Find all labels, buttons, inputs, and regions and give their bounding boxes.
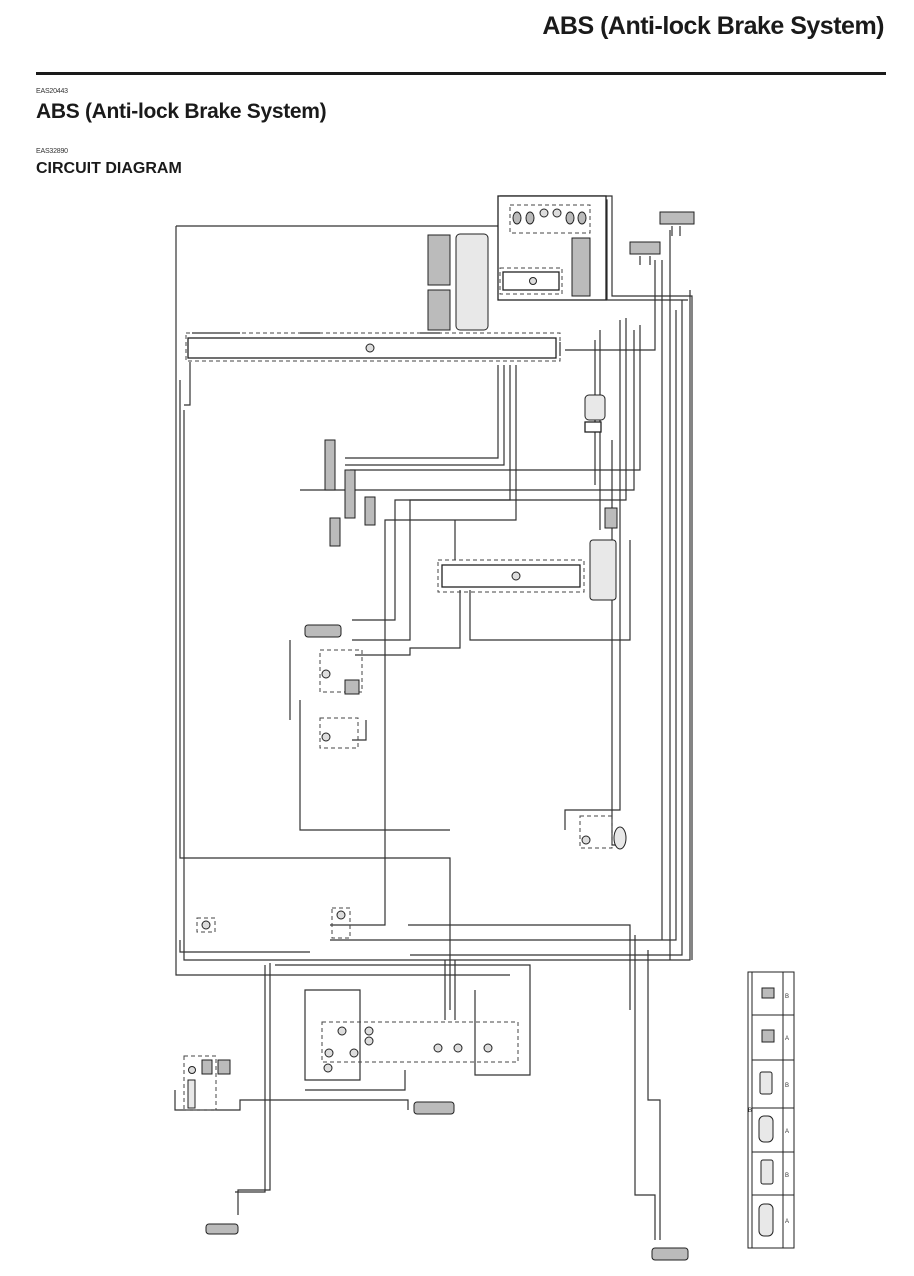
top-right-connectors xyxy=(629,211,695,265)
legend-label: B xyxy=(748,1108,752,1114)
lower-left-block xyxy=(183,1055,231,1111)
fuse-relay-box xyxy=(321,1021,519,1073)
legend-tag: B xyxy=(785,994,789,1000)
section-title: ABS (Anti-lock Brake System) xyxy=(36,100,327,123)
section-code: EAS20443 xyxy=(36,88,68,95)
middle-left-switches xyxy=(304,624,363,749)
abs-hydraulic-unit xyxy=(497,195,607,301)
abs-ecu xyxy=(437,539,617,601)
ecu-connector-group xyxy=(427,233,489,331)
subsection-code: EAS32890 xyxy=(36,148,68,155)
legend-tag: A xyxy=(785,1129,789,1135)
sensor-connectors-right xyxy=(584,394,618,529)
legend-tag: B xyxy=(785,1173,789,1179)
running-header-title: ABS (Anti-lock Brake System) xyxy=(542,12,884,40)
right-switch xyxy=(579,815,627,850)
header-rule xyxy=(36,72,886,75)
bottom-connectors xyxy=(205,1101,689,1261)
connector-legend: B B A B A B A xyxy=(747,971,795,1249)
legend-tag: A xyxy=(785,1219,789,1225)
lower-sensors xyxy=(196,907,351,939)
subsection-title: CIRCUIT DIAGRAM xyxy=(36,160,182,177)
left-connector-stack xyxy=(324,439,376,547)
legend-tag: B xyxy=(785,1083,789,1089)
main-harness-bus xyxy=(185,332,561,362)
legend-tag: A xyxy=(785,1036,789,1042)
